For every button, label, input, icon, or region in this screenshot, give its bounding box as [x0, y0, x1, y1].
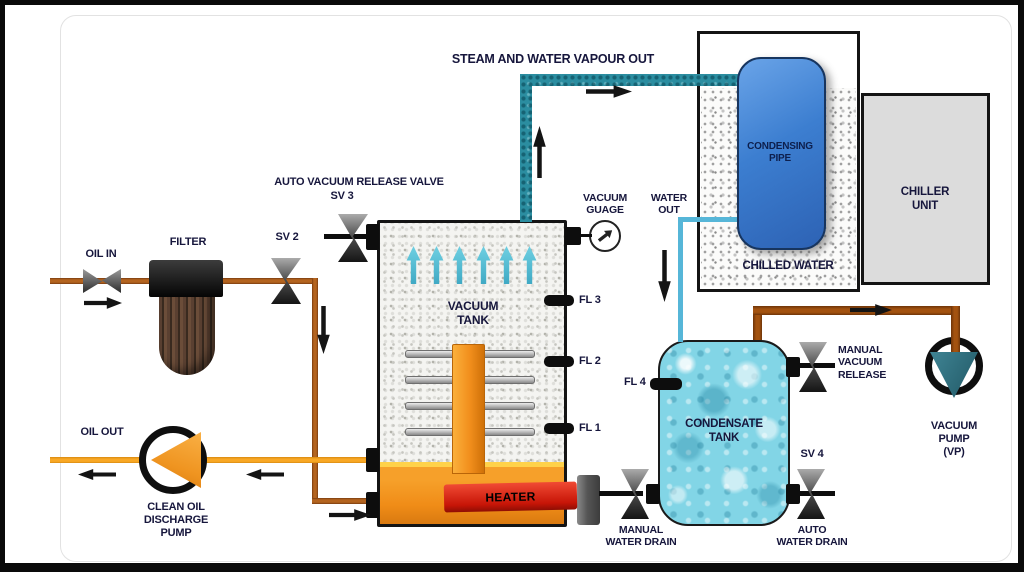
fl3-label: FL 3 [579, 294, 601, 306]
water-out-pipe-horizontal [678, 217, 740, 222]
auto-vacuum-release-valve-label: AUTO VACUUM RELEASE VALVE [274, 176, 444, 188]
fl4-sensor [650, 378, 682, 390]
frame-left [0, 0, 5, 572]
gauge-tank-stub [565, 227, 581, 245]
steam-out-label: STEAM AND WATER VAPOUR OUT [451, 52, 655, 66]
sv4-tank-stub [786, 484, 800, 504]
oil-in-pipe-vertical [312, 278, 318, 504]
steam-pipe-horizontal [520, 74, 742, 86]
auto-water-drain-label: AUTO WATER DRAIN [776, 524, 848, 549]
oil-out-port [366, 448, 379, 472]
heater-label: HEATER [485, 489, 536, 505]
fl4-label: FL 4 [624, 376, 646, 388]
frame-top [0, 0, 1024, 5]
chilled-water-label: CHILLED WATER [742, 260, 834, 272]
water-out-pipe-vertical [678, 217, 683, 342]
condensate-tank [658, 340, 790, 526]
manual-vacuum-release-label: MANUAL VACUUM RELEASE [838, 344, 887, 381]
condensing-pipe [737, 57, 826, 250]
oil-in-pipe-lower [312, 498, 375, 504]
frame-bottom [0, 563, 1024, 572]
filter-cap [149, 260, 223, 297]
condensing-pipe-label: CONDENSING PIPE [747, 141, 813, 164]
vacuum-pipe-drop [951, 306, 960, 354]
chiller-unit-label: CHILLER UNIT [900, 186, 950, 212]
sv4-label: SV 4 [800, 448, 824, 460]
oil-out-flow-arrow [78, 469, 116, 480]
vacuum-flow-arrow [850, 304, 892, 316]
condensate-tank-label: CONDENSATE TANK [685, 418, 763, 444]
clean-oil-discharge-pump-label: CLEAN OIL DISCHARGE PUMP [143, 501, 209, 539]
oil-in-flow-arrow [84, 297, 122, 309]
oil-out-label: OIL OUT [80, 426, 124, 438]
filter-element [159, 293, 215, 375]
mwd-stem [599, 491, 643, 496]
background-panel-edge [60, 15, 1012, 562]
sv3-label: SV 3 [330, 190, 354, 202]
sv3-stem [324, 234, 368, 239]
mwd-tank-stub [646, 484, 660, 504]
oil-in-label: OIL IN [85, 248, 117, 260]
mvr-tank-stub [786, 357, 800, 377]
vacuum-gauge-label: VACUUM GUAGE [582, 192, 628, 217]
mvr-stem [793, 363, 835, 368]
chiller-unit [861, 93, 990, 285]
filter-label: FILTER [169, 236, 207, 248]
fl1-sensor [544, 423, 574, 434]
tank-inlet-flow-arrow [329, 509, 371, 521]
steam-pipe-vertical [520, 74, 532, 222]
vacuum-pump-label: VACUUM PUMP (VP) [930, 420, 978, 458]
sv2-label: SV 2 [275, 231, 299, 243]
vacuum-tank-label: VACUUM TANK [447, 299, 499, 328]
fl3-sensor [544, 295, 574, 306]
frame-right [1018, 0, 1024, 572]
fl2-label: FL 2 [579, 355, 601, 367]
clean-oil-pipe [50, 457, 377, 463]
heater-terminal [577, 475, 600, 525]
oil-in-port [366, 492, 379, 518]
sv3-tank-stub [366, 224, 379, 250]
fl2-sensor [544, 356, 574, 367]
manual-water-drain-label: MANUAL WATER DRAIN [605, 524, 677, 549]
heater-bar: HEATER [443, 481, 578, 513]
heater-column [452, 344, 485, 474]
vacuum-gauge-icon [589, 220, 621, 252]
vacuum-pipe-riser [753, 312, 762, 342]
fl1-label: FL 1 [579, 422, 601, 434]
clean-oil-flow-arrow [246, 469, 284, 480]
sv4-stem [791, 491, 835, 496]
water-out-label: WATER OUT [650, 192, 688, 217]
gauge-line [578, 234, 592, 237]
gauge-needle-icon [595, 226, 615, 245]
